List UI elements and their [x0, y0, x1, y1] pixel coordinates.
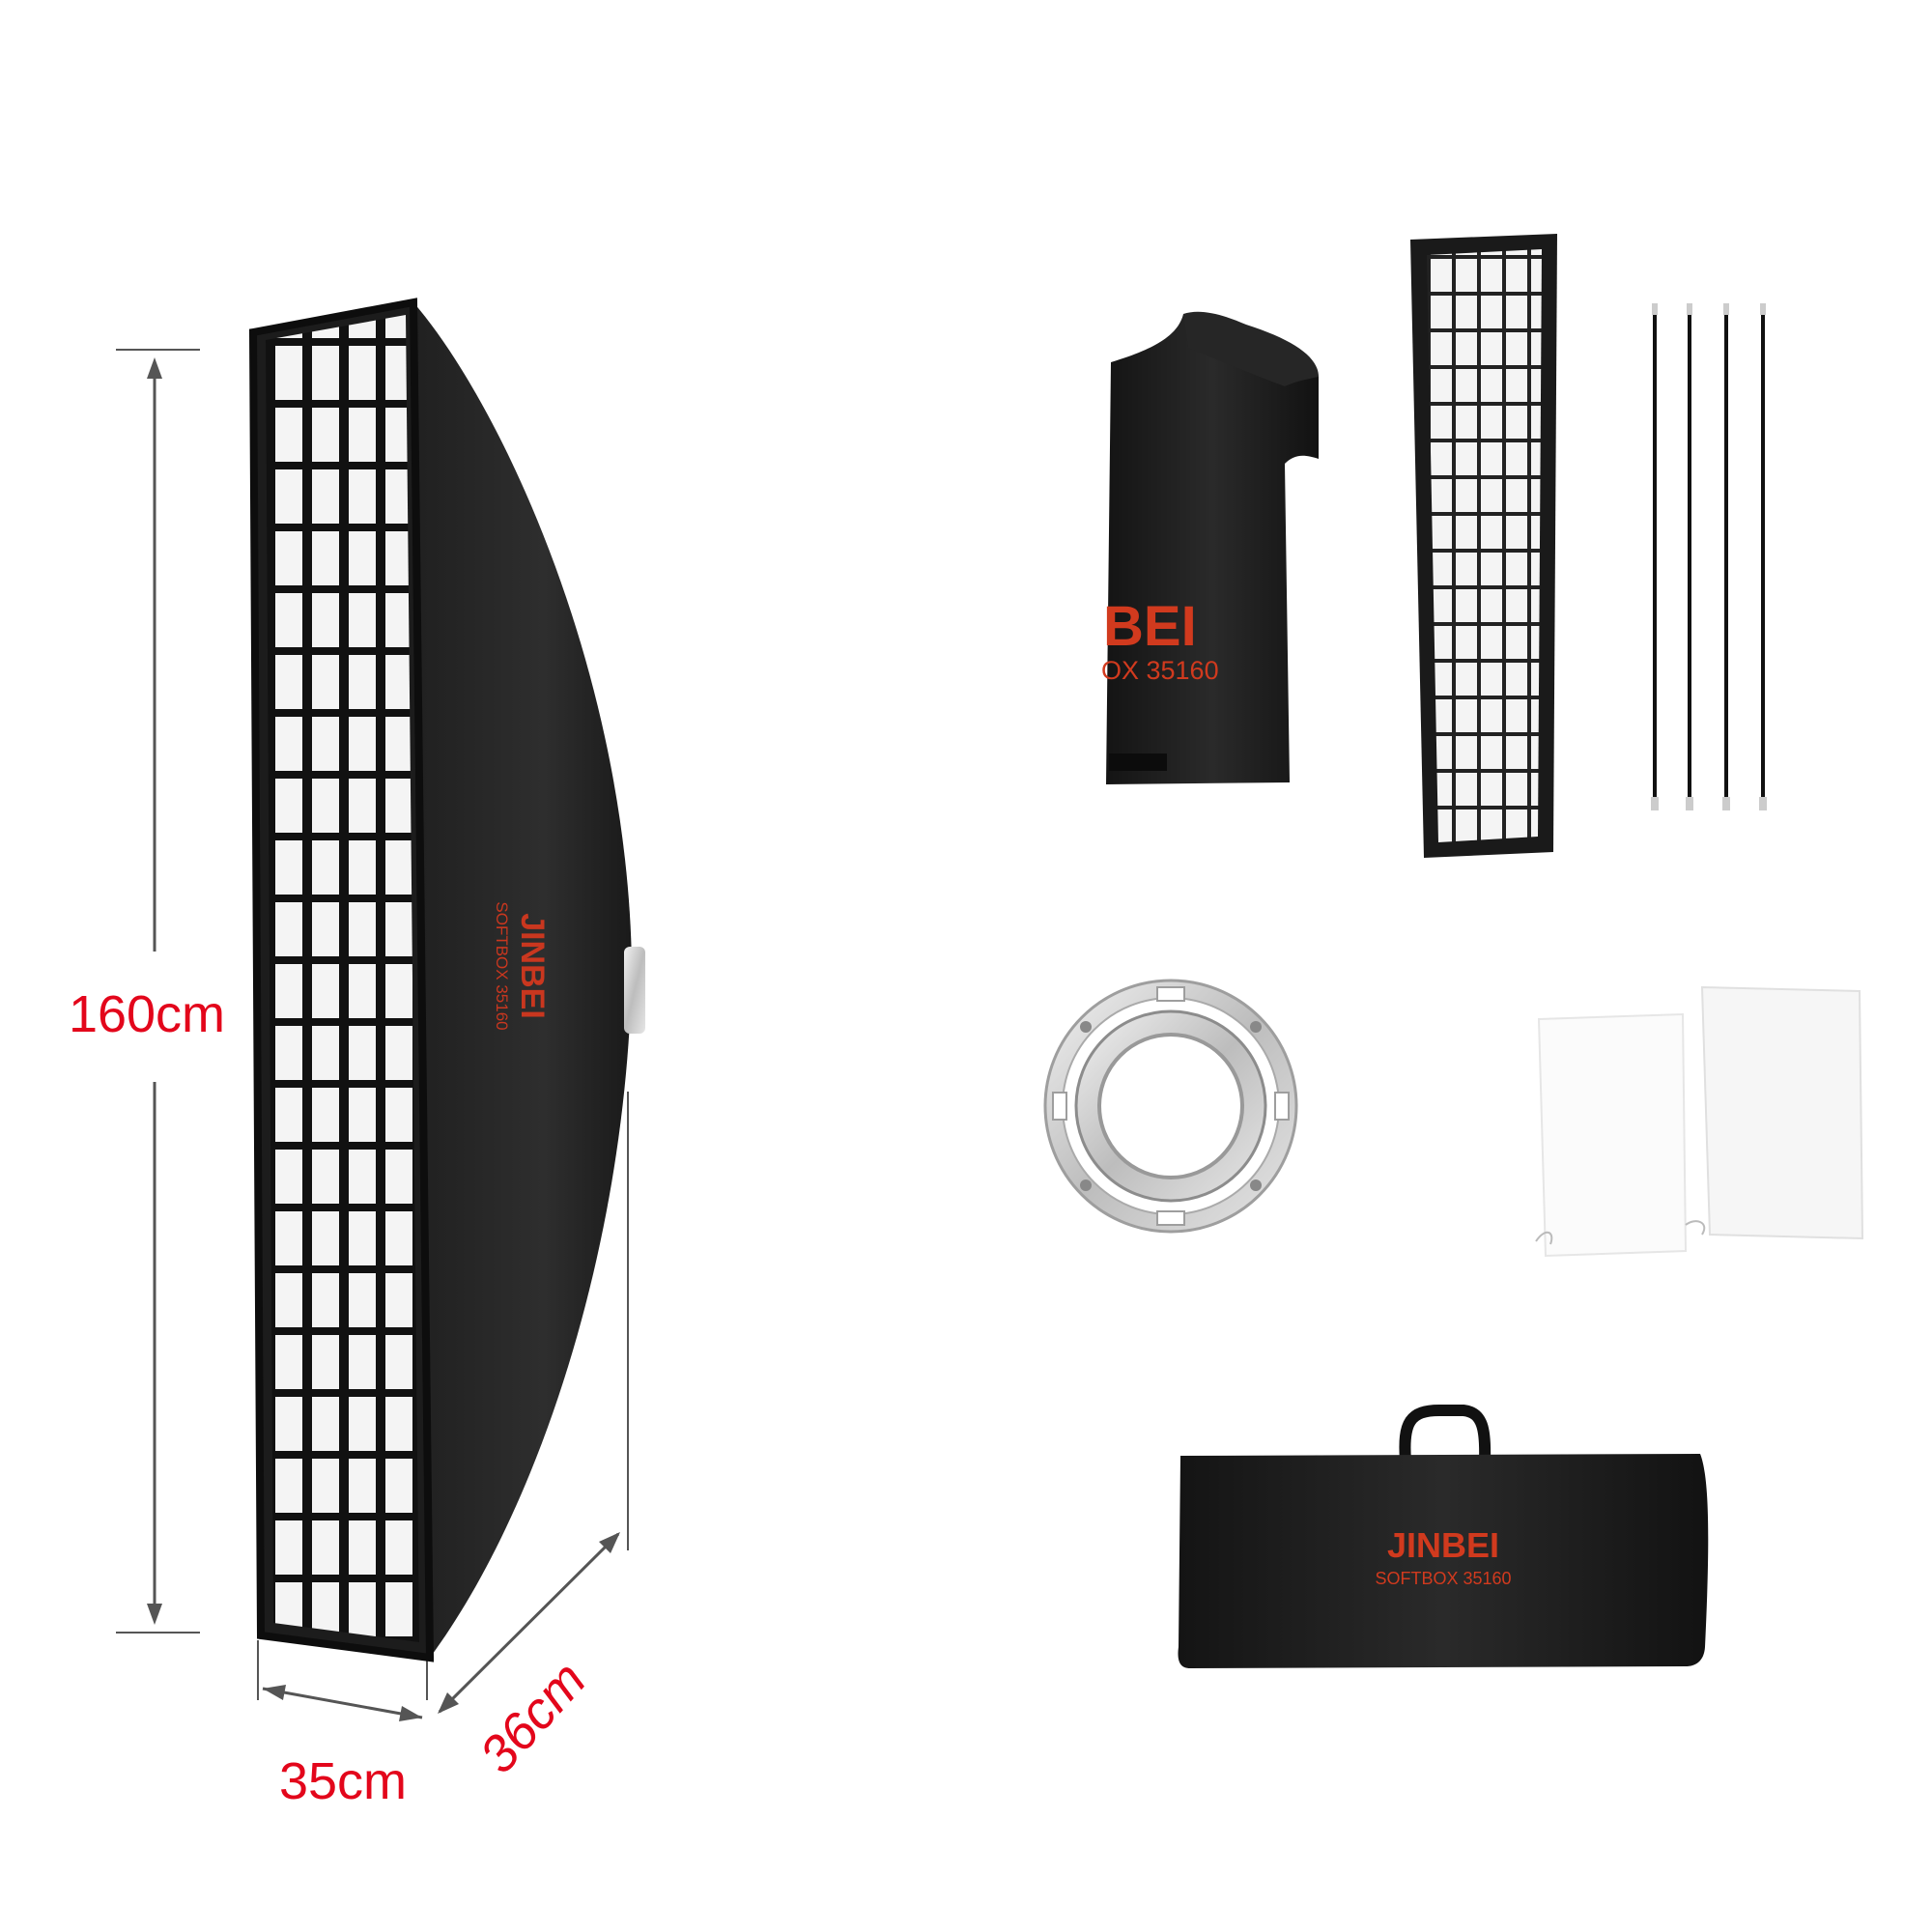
- honeycomb-grid: [1410, 234, 1557, 858]
- width-dimension: [257, 1640, 428, 1721]
- rod: [1651, 303, 1659, 810]
- depth-dimension: [438, 1092, 629, 1714]
- diffuser-cloths: [1535, 985, 1864, 1258]
- storage-pouch: BEI OX 35160: [1101, 311, 1319, 784]
- depth-label: 36cm: [469, 1651, 597, 1784]
- softbox-brand: JINBEI: [514, 913, 551, 1019]
- strip-softbox: JINBEI SOFTBOX 35160: [248, 298, 645, 1662]
- carry-bag: JINBEI SOFTBOX 35160: [1178, 1405, 1709, 1668]
- height-label: 160cm: [69, 985, 225, 1043]
- rod: [1686, 303, 1693, 810]
- rod: [1722, 303, 1730, 810]
- height-dimension: [116, 349, 200, 1634]
- rod: [1759, 303, 1767, 810]
- bag-model: SOFTBOX 35160: [1375, 1569, 1511, 1588]
- pouch-brand: BEI: [1103, 595, 1197, 658]
- pouch-model: OX 35160: [1101, 656, 1219, 685]
- support-rods: [1651, 303, 1767, 810]
- mount-ring-icon: [624, 947, 645, 1034]
- width-label: 35cm: [279, 1752, 407, 1810]
- bag-handle-icon: [1399, 1405, 1492, 1462]
- softbox-model: SOFTBOX 35160: [493, 901, 511, 1030]
- speed-ring: [1043, 979, 1298, 1234]
- bag-brand: JINBEI: [1387, 1525, 1499, 1565]
